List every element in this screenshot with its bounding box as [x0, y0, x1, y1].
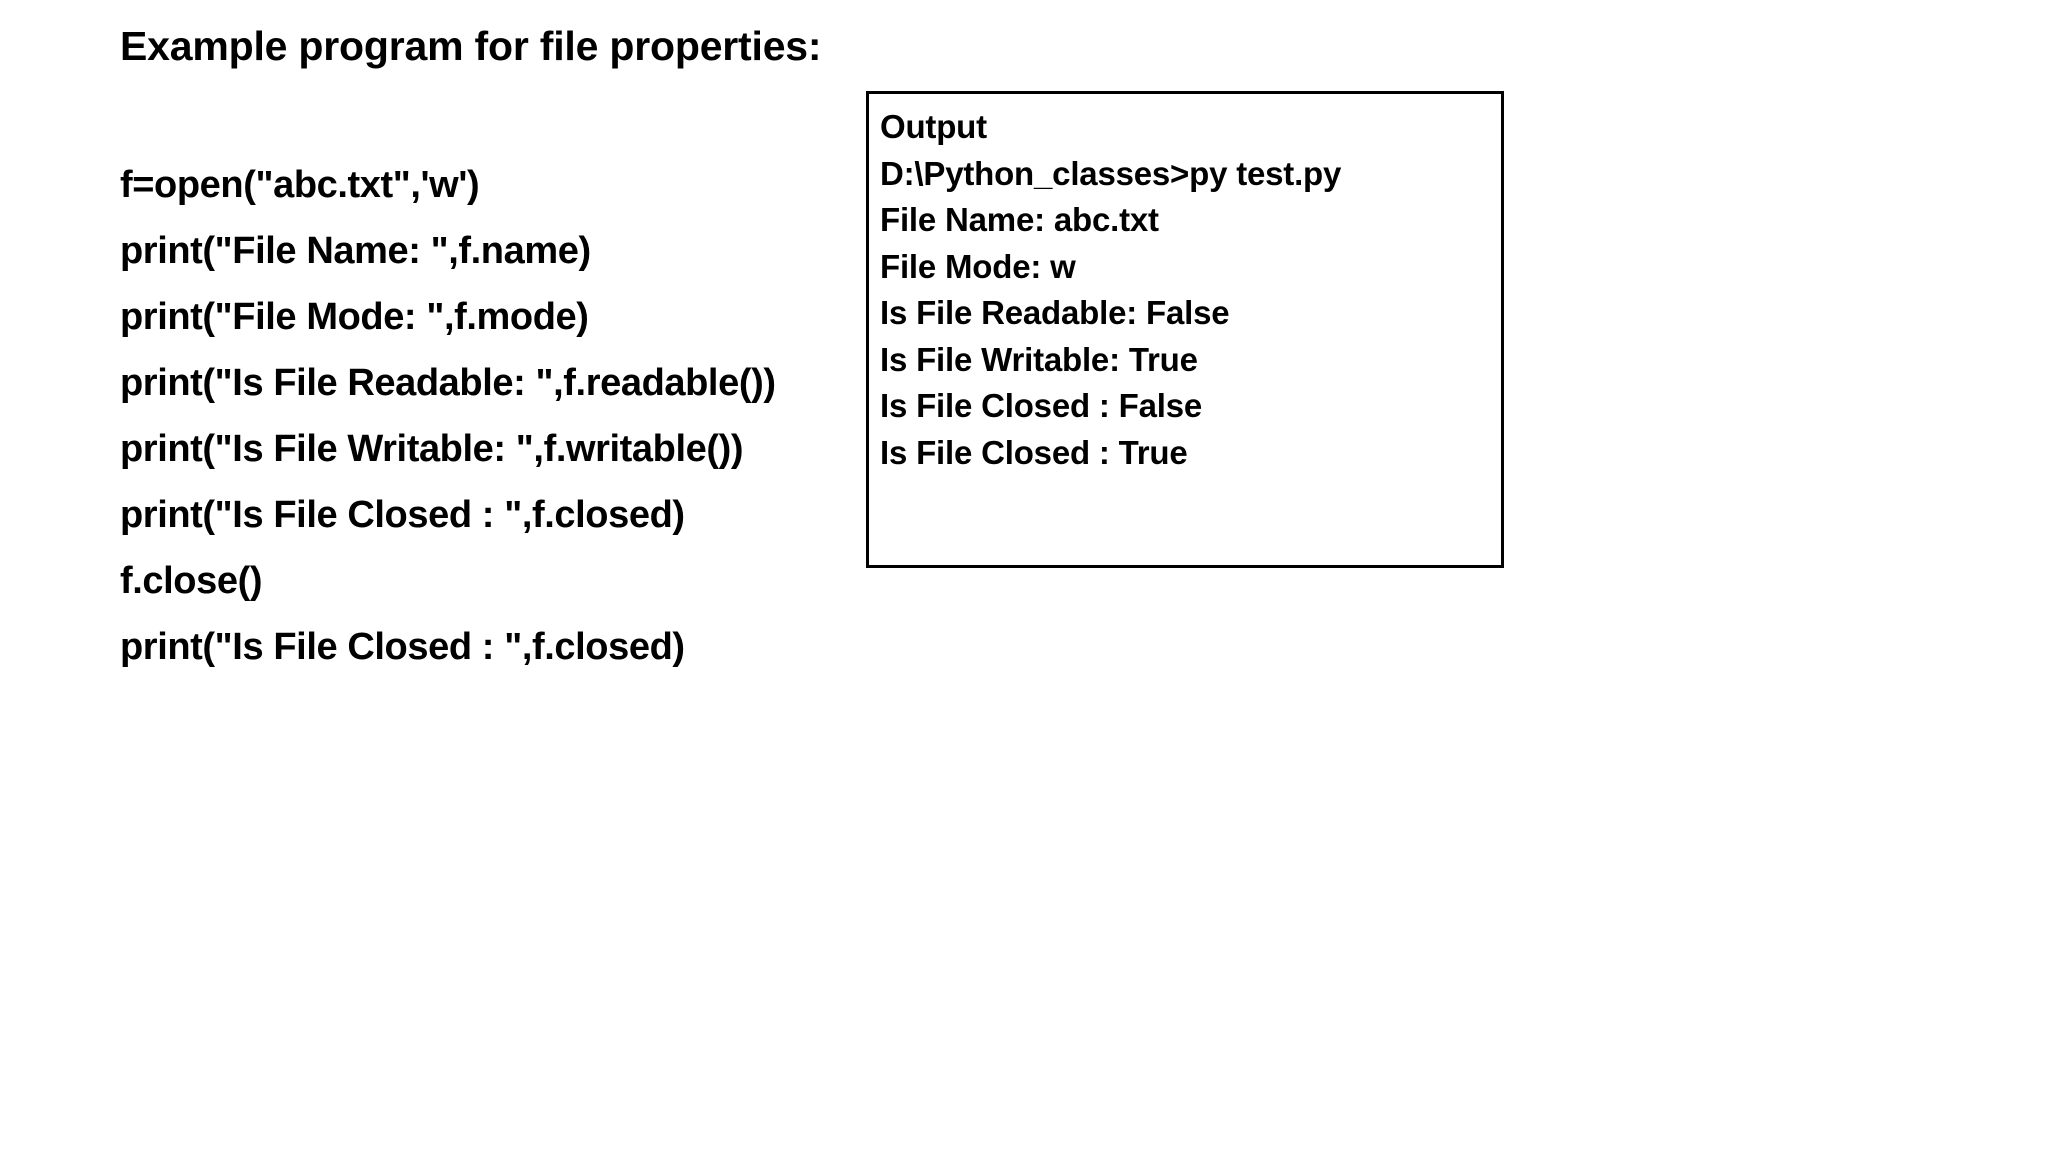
- code-line: print("Is File Closed : ",f.closed): [120, 494, 685, 536]
- output-line: Is File Closed : True: [880, 433, 1188, 471]
- code-line: f.close(): [120, 560, 263, 602]
- code-line: print("Is File Writable: ",f.writable()): [120, 428, 744, 470]
- code-line: f=open("abc.txt",'w'): [120, 164, 480, 206]
- output-line: Is File Writable: True: [880, 340, 1198, 378]
- output-text-block: Output D:\Python_classes>py test.py File…: [880, 104, 1495, 476]
- output-line: File Mode: w: [880, 247, 1076, 285]
- output-line: File Name: abc.txt: [880, 201, 1159, 238]
- page-title: Example program for file properties:: [120, 23, 822, 69]
- code-line: print("File Mode: ",f.mode): [120, 296, 589, 338]
- code-line: print("Is File Readable: ",f.readable()): [120, 362, 776, 404]
- output-line-command: D:\Python_classes>py test.py: [880, 154, 1342, 192]
- output-heading: Output: [880, 108, 987, 145]
- code-listing: f=open("abc.txt",'w') print("File Name: …: [120, 152, 860, 680]
- output-line: Is File Readable: False: [880, 294, 1230, 331]
- code-line: print("File Name: ",f.name): [120, 230, 591, 272]
- output-panel: Output D:\Python_classes>py test.py File…: [866, 91, 1504, 568]
- code-line: print("Is File Closed : ",f.closed): [120, 626, 685, 668]
- output-line: Is File Closed : False: [880, 387, 1203, 424]
